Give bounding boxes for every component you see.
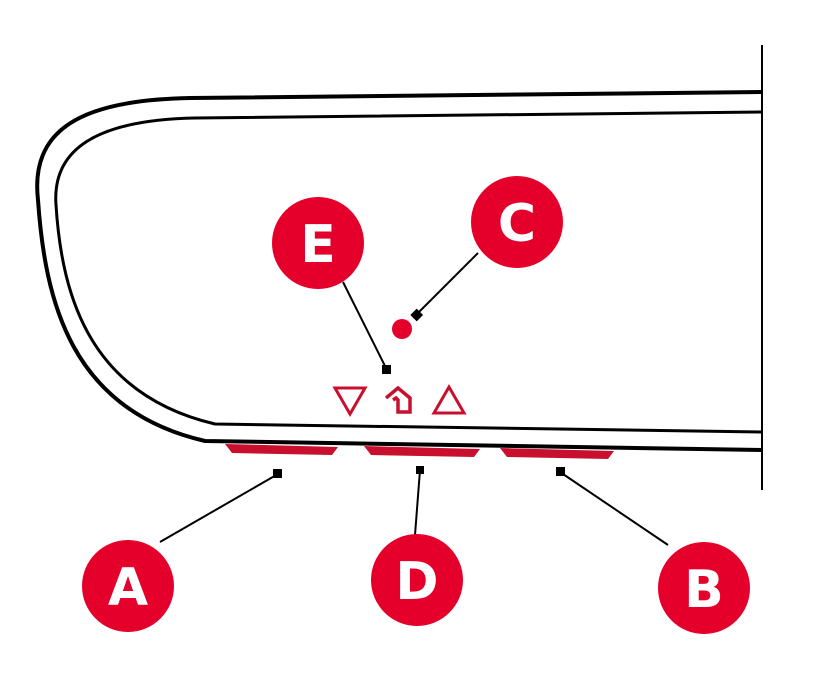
device-inner-outline <box>54 110 763 434</box>
leader-markers <box>273 308 565 478</box>
indicator-dot-icon <box>392 319 412 339</box>
callout-b-label: B <box>684 560 724 620</box>
leader-lines <box>159 252 669 546</box>
callout-a-label: A <box>108 558 148 618</box>
button-a[interactable] <box>225 444 338 455</box>
callout-d: D <box>371 534 463 626</box>
home-icon <box>384 385 412 414</box>
up-triangle-icon <box>431 383 467 415</box>
callout-e: E <box>272 197 364 289</box>
down-triangle-icon <box>332 386 368 418</box>
callout-c: C <box>471 176 563 268</box>
callout-d-label: D <box>395 552 438 612</box>
callout-e-label: E <box>300 215 336 275</box>
device-outer-outline <box>35 90 763 452</box>
callout-b: B <box>658 542 750 634</box>
button-d[interactable] <box>364 446 480 457</box>
button-b[interactable] <box>500 448 614 459</box>
callout-c-label: C <box>498 194 536 254</box>
callout-a: A <box>82 540 174 632</box>
